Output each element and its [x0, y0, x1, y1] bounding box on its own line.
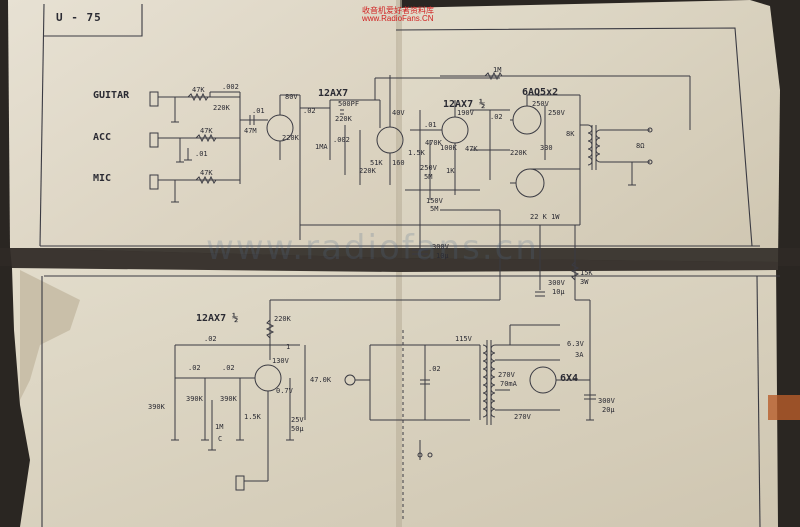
label-res15k: 15K — [580, 269, 593, 277]
label-fb: 22 K 1W — [530, 213, 560, 221]
input-label-guitar: GUITAR — [93, 90, 130, 101]
label-tone-r1: 1MA — [315, 143, 328, 151]
label-trem-c4: 25V — [291, 416, 304, 424]
label-filt2b: 10μ — [552, 288, 565, 296]
label-ac-c: .02 — [428, 365, 441, 373]
tube-label-power: 6AQ5x2 — [522, 87, 559, 98]
label-pt-63: 6.3V — [567, 340, 584, 348]
label-trem-1: 1 — [286, 343, 291, 351]
tube-label-trem: 12AX7 ½ — [196, 313, 239, 324]
label-v2-rk: 51K — [370, 159, 383, 167]
label-ot: 8K — [566, 130, 575, 138]
label-trem-r1: 390K — [148, 403, 165, 411]
label-tone-c2: 500PF — [338, 100, 360, 108]
label-in-r2: 220K — [213, 104, 230, 112]
label-v2-r: 160 — [392, 159, 405, 167]
label-trem-c1: .02 — [204, 335, 217, 343]
label-v1-pv: 80V — [285, 93, 298, 101]
label-pt-70: 70mA — [500, 380, 517, 388]
label-cap150: 150V — [426, 197, 443, 205]
label-acc-c: .01 — [195, 150, 208, 158]
label-trem-pv: 130V — [272, 357, 289, 365]
label-filt2: 300V — [548, 279, 565, 287]
label-trem-rp: 47.0K — [310, 376, 332, 384]
label-pt-115: 115V — [455, 335, 472, 343]
site-url: www.RadioFans.CN — [362, 14, 434, 23]
label-v3-r3: 1K — [446, 167, 455, 175]
label-v1-rk: 220K — [282, 134, 299, 142]
label-filt3: 300V — [598, 397, 615, 405]
label-pt-3a: 3A — [575, 351, 584, 359]
label-r15k: 1.5K — [408, 149, 425, 157]
label-trem-r4: 1M — [215, 423, 224, 431]
tube-label-v1: 12AX7 — [318, 88, 349, 99]
label-cap250b: 5M — [424, 173, 433, 181]
label-trem-kv: 0.7V — [276, 387, 293, 395]
label-filt1b: 10μ — [436, 252, 449, 260]
label-mix-c: .01 — [252, 107, 265, 115]
paper-bottom — [12, 262, 778, 527]
label-v3-r2: 47K — [465, 145, 478, 153]
label-pt-270a: 270V — [498, 371, 515, 379]
label-r470k: 470K — [425, 139, 442, 147]
label-pa-r2: 330 — [540, 144, 553, 152]
label-v3-r: 100K — [440, 144, 457, 152]
label-c01: .01 — [424, 121, 437, 129]
tube-label-v3: 12AX7 ½ — [443, 99, 486, 110]
label-filt1: 300V — [432, 243, 449, 251]
paper-top-left — [8, 0, 400, 258]
label-in-r1: 47K — [192, 86, 205, 94]
label-cap150b: 5M — [430, 205, 439, 213]
label-mix-r: 47M — [244, 127, 257, 135]
input-label-mic: MIC — [93, 173, 112, 184]
label-v3-pv: 190V — [457, 109, 474, 117]
label-in-c1: .002 — [222, 83, 239, 91]
label-pa-v: 250V — [532, 100, 549, 108]
label-tone-r2: 220K — [335, 115, 352, 123]
tube-label-rect: 6X4 — [560, 373, 579, 384]
paper-tear — [20, 270, 80, 400]
label-c02: .02 — [490, 113, 503, 121]
watermark: www.radiofans.cn — [206, 228, 539, 268]
label-filt3b: 20μ — [602, 406, 615, 414]
label-r1m: 1M — [493, 66, 502, 74]
label-trem-r3: 390K — [220, 395, 237, 403]
label-pa-r1: 220K — [510, 149, 527, 157]
input-label-acc: ACC — [93, 132, 112, 143]
label-trem-c: C — [218, 435, 223, 443]
label-trem-c2: .02 — [188, 364, 201, 372]
label-trem-r5: 1.5K — [244, 413, 261, 421]
label-trem-r2: 390K — [186, 395, 203, 403]
label-tone-r3: 220K — [359, 167, 376, 175]
paper-top-right — [398, 0, 780, 262]
model-label: U - 75 — [56, 11, 102, 24]
site-name-cn: 收音机爱好者资料库 — [362, 6, 434, 15]
label-tone-c1: .02 — [303, 107, 316, 115]
label-trem-c4b: 50μ — [291, 425, 304, 433]
label-cap250: 250V — [420, 164, 437, 172]
label-pa-v2: 250V — [548, 109, 565, 117]
label-spk: 8Ω — [636, 142, 645, 150]
label-res3w: 3W — [580, 278, 589, 286]
label-acc-r: 47K — [200, 127, 213, 135]
label-trem-c3: .02 — [222, 364, 235, 372]
label-v2-pv: 40V — [392, 109, 405, 117]
label-pt-270b: 270V — [514, 413, 531, 421]
label-mic-r: 47K — [200, 169, 213, 177]
label-tone-c3: .002 — [333, 136, 350, 144]
label-trem-r6: 220K — [274, 315, 291, 323]
